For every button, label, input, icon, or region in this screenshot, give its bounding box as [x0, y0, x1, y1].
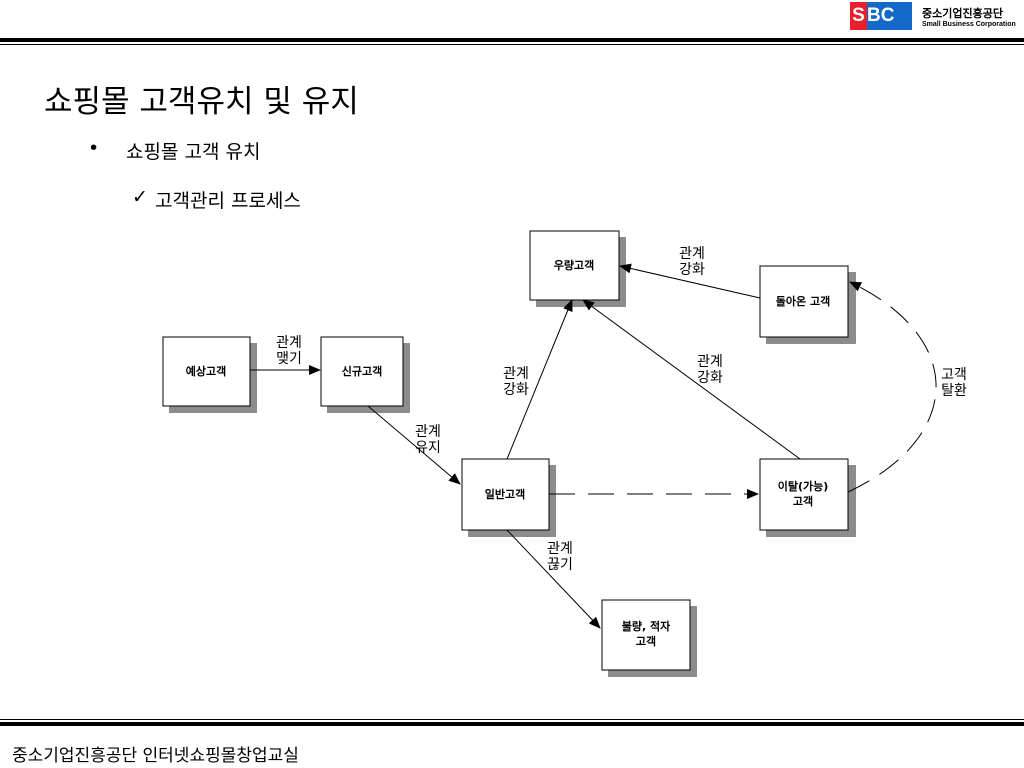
node-bad: 불량, 적자 고객: [601, 599, 697, 677]
edge-label-cut-1: 관계: [547, 541, 573, 557]
node-churn-label-2: 고객: [793, 494, 813, 508]
node-returned: 돌아온 고객: [759, 265, 856, 344]
subbullet-text: 고객관리 프로세스: [155, 190, 301, 212]
sbc-logo: S BC 중소기업진흥공단 Small Business Corporation: [850, 0, 1024, 36]
header-rule-thick: [0, 38, 1024, 42]
arrow-new-to-general: [367, 405, 461, 485]
edge-label-keep-1: 관계: [415, 424, 441, 440]
node-bad-label-2: 고객: [636, 634, 656, 648]
checkmark-icon: ✓: [132, 186, 148, 208]
footer-text: 중소기업진흥공단 인터넷쇼핑몰창업교실: [12, 746, 299, 766]
arrow-returned-to-vip: [619, 263, 761, 299]
node-churn: 이탈(가능) 고객: [759, 458, 856, 537]
edge-label-strengthen-returned-1: 관계: [679, 246, 705, 262]
edge-label-cut-2: 끊기: [547, 557, 573, 573]
bullet-marker: •: [88, 137, 100, 159]
edge-label-winback-2: 탈환: [941, 383, 967, 399]
edge-label-strengthen-churn-2: 강화: [697, 370, 723, 386]
node-churn-label-1: 이탈(가능): [778, 479, 829, 493]
edge-label-strengthen-returned-2: 강화: [679, 262, 705, 278]
edge-label-strengthen-churn-1: 관계: [697, 354, 723, 370]
arrow-general-to-vip: [506, 299, 573, 460]
node-new: 신규고객: [320, 336, 410, 413]
arrow-churn-to-returned-dashed: [847, 281, 937, 493]
node-bad-label-1: 불량, 적자: [622, 619, 671, 633]
logo-mark-bc: BC: [867, 2, 912, 30]
edge-label-strengthen-general-1: 관계: [503, 366, 529, 382]
footer-rule-thin: [0, 719, 1024, 720]
node-general-label: 일반고객: [485, 487, 525, 501]
edge-label-winback-1: 고객: [941, 367, 967, 383]
edge-label-form-1: 관계: [276, 335, 302, 351]
edge-label-strengthen-general-2: 강화: [503, 382, 529, 398]
org-name-korean: 중소기업진흥공단: [922, 7, 1003, 20]
footer-rule-thick: [0, 722, 1024, 726]
logo-mark-s: S: [850, 2, 867, 30]
node-vip-label: 우량고객: [554, 258, 594, 272]
node-general: 일반고객: [461, 458, 556, 537]
org-name-english: Small Business Corporation: [922, 21, 1016, 28]
slide-title: 쇼핑몰 고객유치 및 유지: [44, 84, 359, 120]
bullet-text: 쇼핑몰 고객 유치: [126, 141, 261, 163]
sbc-logo-mark: S BC: [850, 0, 914, 36]
header-rule-thin: [0, 44, 1024, 45]
node-new-label: 신규고객: [342, 364, 382, 378]
edge-label-keep-2: 유지: [415, 440, 441, 456]
arrow-churn-to-vip: [582, 299, 801, 460]
node-prospect: 예상고객: [162, 336, 257, 413]
node-vip: 우량고객: [529, 230, 626, 307]
edge-label-form-2: 맺기: [276, 351, 302, 367]
arrow-general-to-bad: [506, 529, 601, 629]
node-prospect-label: 예상고객: [186, 364, 226, 378]
node-returned-label: 돌아온 고객: [776, 294, 830, 308]
